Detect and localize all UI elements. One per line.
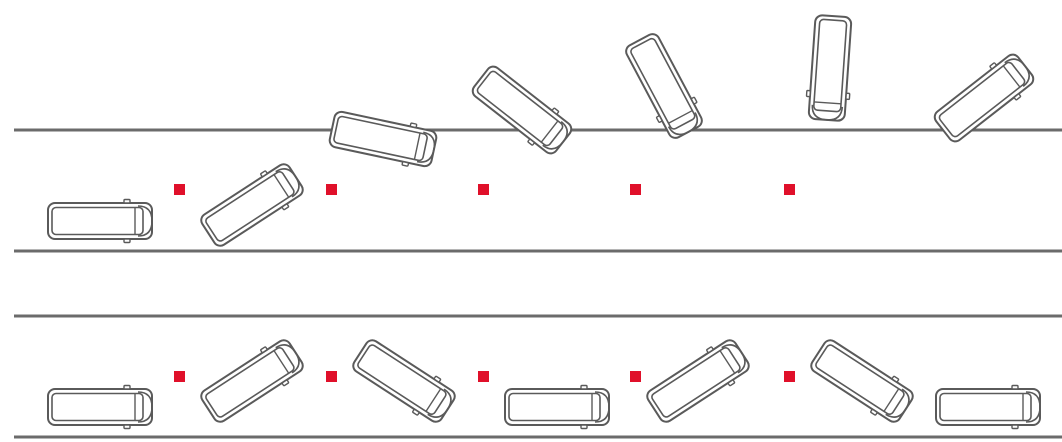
- marker: [478, 371, 489, 382]
- marker: [630, 371, 641, 382]
- marker: [784, 184, 795, 195]
- marker: [326, 371, 337, 382]
- marker: [630, 184, 641, 195]
- van-icon: [326, 106, 440, 172]
- top-scenario: [14, 13, 1062, 253]
- marker: [174, 184, 185, 195]
- van-icon: [504, 384, 610, 430]
- van-icon: [347, 333, 461, 429]
- van-icon: [803, 13, 857, 123]
- van-icon: [935, 384, 1041, 430]
- marker: [174, 371, 185, 382]
- van-icon: [195, 333, 309, 429]
- van-icon: [619, 28, 709, 144]
- marker: [784, 371, 795, 382]
- bottom-scenario: [14, 314, 1062, 439]
- van-icon: [195, 157, 309, 253]
- van-icon: [641, 333, 755, 429]
- van-icon: [928, 48, 1040, 148]
- marker: [478, 184, 489, 195]
- van-icon: [47, 384, 153, 430]
- van-icon: [805, 333, 919, 429]
- van-icon: [466, 60, 578, 160]
- van-icon: [47, 198, 153, 244]
- marker: [326, 184, 337, 195]
